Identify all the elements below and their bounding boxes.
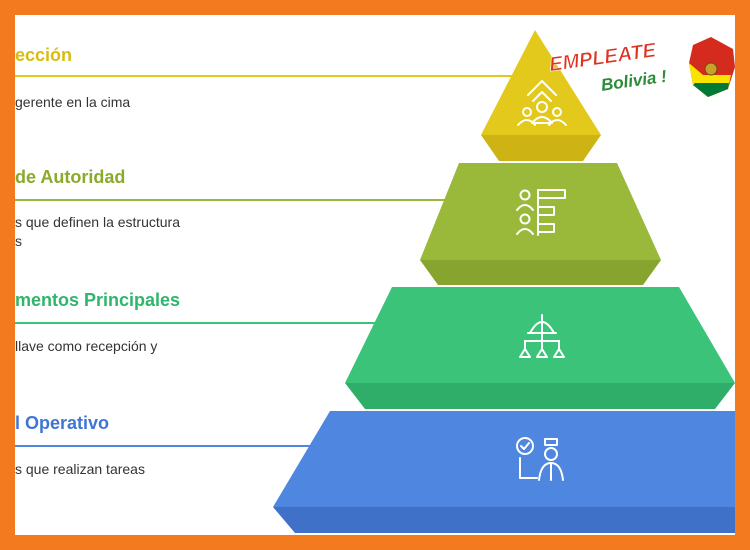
- level-3-description: llave como recepción y: [15, 338, 158, 354]
- level-2-rule: [15, 199, 445, 201]
- level-3-title: mentos Principales: [15, 290, 181, 310]
- task-worker-icon: [516, 437, 564, 481]
- level-1-rule: [15, 75, 535, 77]
- level-4-rule: [15, 445, 325, 447]
- level-2-description: s que definen la estructura s: [15, 214, 180, 249]
- level-1-description: gerente en la cima: [15, 94, 131, 110]
- level-1-title: ección: [15, 45, 73, 65]
- pyramid-level-3: [345, 287, 735, 409]
- level-3-rule: [15, 322, 405, 324]
- diagram-canvas: ección gerente en la cima de Autoridad s…: [15, 15, 735, 535]
- logo-line-2: Bolivia !: [600, 67, 668, 95]
- level-4-title: l Operativo: [15, 413, 110, 433]
- bolivia-map-icon: EMPLEATE Bolivia !: [548, 37, 735, 97]
- team-leader-icon: [517, 80, 567, 126]
- level-4-description: s que realizan tareas: [15, 461, 145, 477]
- pyramid: [273, 30, 735, 533]
- org-chart-icon: [516, 189, 566, 236]
- empleate-bolivia-logo: EMPLEATE Bolivia !: [543, 27, 735, 107]
- department-hierarchy-icon: [519, 314, 565, 358]
- pyramid-level-2: [420, 163, 661, 285]
- level-2-title: de Autoridad: [15, 167, 126, 187]
- pyramid-level-1: [481, 30, 601, 161]
- pyramid-level-4: [273, 411, 735, 533]
